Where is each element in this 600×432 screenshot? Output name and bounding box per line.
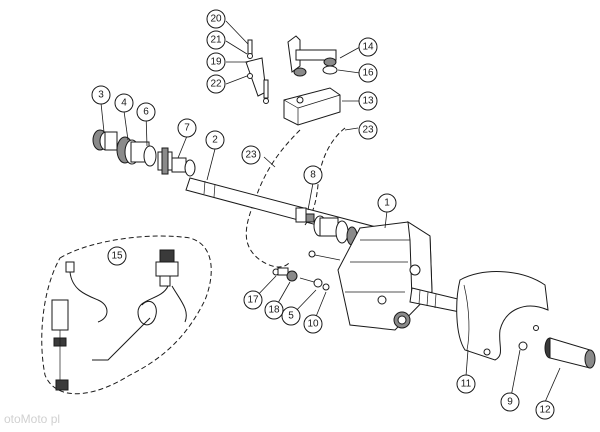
leader-lines [100, 20, 561, 403]
callout-14: 14 [358, 37, 378, 57]
callout-label-5: 5 [288, 311, 294, 322]
gearbox-1 [337, 221, 433, 331]
callout-label-13: 13 [362, 96, 374, 107]
bracket-13 [283, 87, 341, 126]
callout-label-22: 22 [210, 79, 222, 90]
callout-label-1: 1 [384, 198, 390, 209]
callout-label-23a: 23 [245, 150, 257, 161]
callout-23a: 23 [241, 145, 261, 165]
bracket-upper [287, 35, 338, 77]
callout-label-15: 15 [111, 251, 123, 262]
hose-23b [304, 127, 346, 226]
callout-3: 3 [91, 85, 111, 105]
callout-label-11: 11 [461, 379, 472, 390]
pin-9 [518, 325, 539, 351]
wiring-kit-15 [51, 249, 187, 391]
callout-19: 19 [206, 52, 226, 72]
callout-23b: 23 [358, 120, 378, 140]
callout-12: 12 [535, 400, 555, 420]
callout-1: 1 [377, 193, 397, 213]
callout-label-20: 20 [210, 14, 222, 25]
callout-15: 15 [107, 246, 127, 266]
guard-11 [456, 271, 549, 361]
callout-label-3: 3 [98, 90, 104, 101]
callout-17: 17 [243, 290, 263, 310]
ujoint-7 [157, 147, 196, 177]
callout-2: 2 [205, 130, 225, 150]
kit-boundary-15 [41, 235, 212, 395]
callout-10: 10 [303, 314, 323, 334]
callout-label-21: 21 [210, 35, 222, 46]
callout-4: 4 [114, 93, 134, 113]
fittings-5-10-17-18 [272, 250, 341, 291]
callout-label-19: 19 [210, 57, 222, 68]
output-shaft [409, 287, 463, 313]
callout-label-12: 12 [539, 405, 551, 416]
coupling-3-4-6 [92, 129, 157, 167]
callout-22: 22 [206, 74, 226, 94]
callout-20: 20 [206, 9, 226, 29]
callout-9: 9 [500, 392, 520, 412]
callout-label-7: 7 [184, 123, 190, 134]
callout-label-4: 4 [121, 98, 127, 109]
callout-label-2: 2 [212, 135, 218, 146]
callout-label-8: 8 [310, 170, 316, 181]
coupling-8 [295, 207, 358, 246]
callout-6: 6 [136, 102, 156, 122]
callout-label-9: 9 [507, 397, 513, 408]
callout-label-17: 17 [247, 295, 259, 306]
callout-label-14: 14 [362, 42, 374, 53]
callout-13: 13 [358, 91, 378, 111]
callout-8: 8 [303, 165, 323, 185]
callout-5: 5 [281, 306, 301, 326]
callout-label-16: 16 [362, 68, 374, 79]
watermark-text: otoMoto pl [4, 412, 61, 426]
strap-19-22 [245, 39, 269, 104]
callout-label-6: 6 [143, 107, 149, 118]
callout-7: 7 [177, 118, 197, 138]
callout-16: 16 [358, 63, 378, 83]
callout-label-23b: 23 [362, 125, 374, 136]
hose-23 [245, 129, 301, 268]
callout-label-10: 10 [307, 319, 319, 330]
callout-21: 21 [206, 30, 226, 50]
callout-18: 18 [264, 300, 284, 320]
callout-label-18: 18 [268, 305, 280, 316]
callout-11: 11 [456, 374, 476, 394]
tube-12 [544, 337, 596, 369]
